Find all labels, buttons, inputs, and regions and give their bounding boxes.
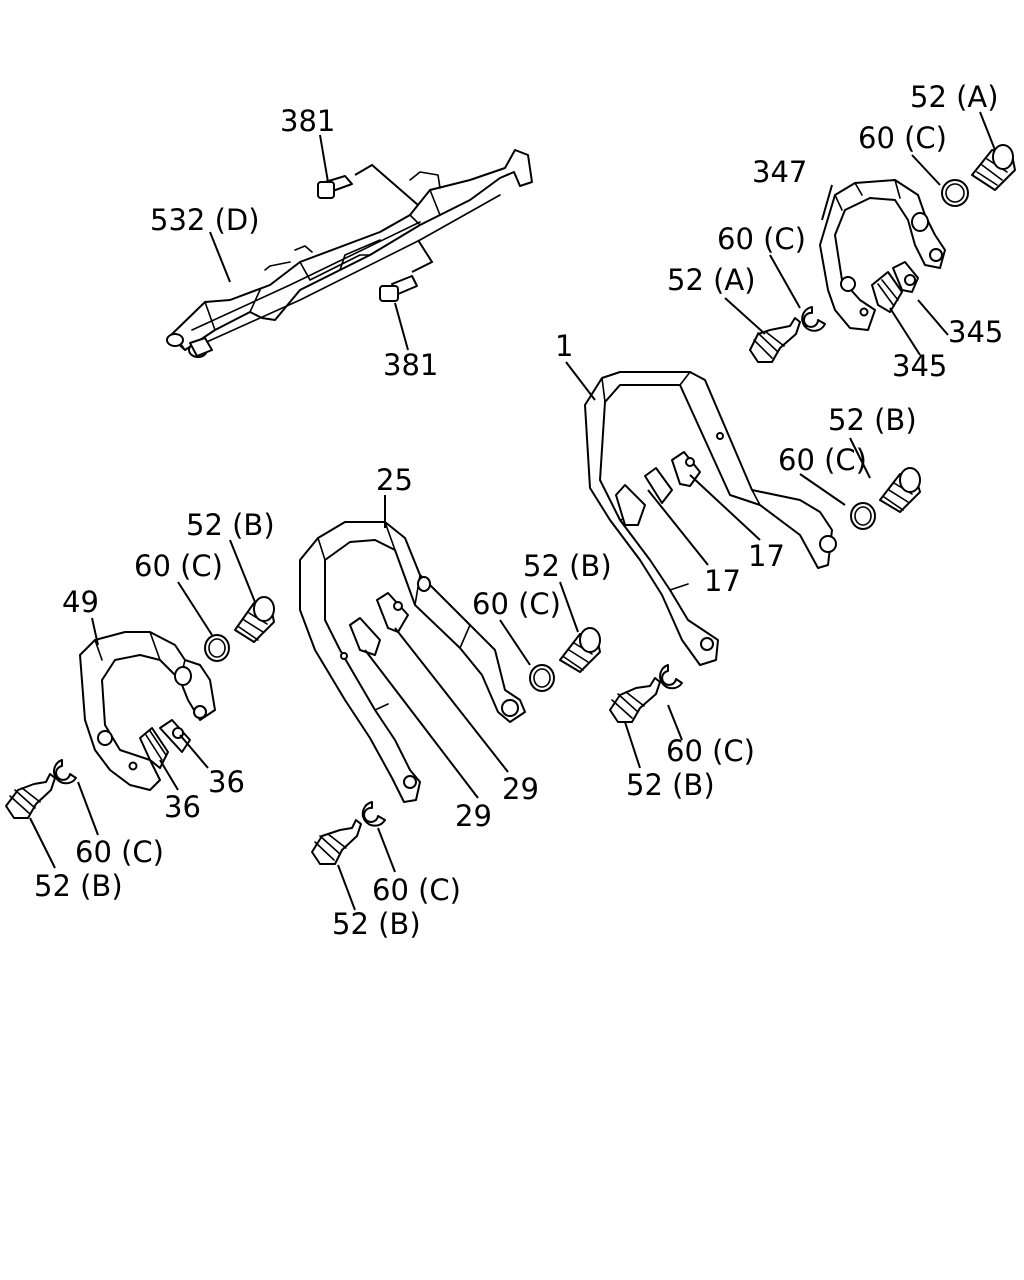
label-347: 347 xyxy=(752,155,807,189)
bolt-52b-r xyxy=(879,467,921,513)
ring-60c-top xyxy=(941,179,969,207)
clip-17 xyxy=(615,451,701,526)
label-49: 49 xyxy=(62,585,99,619)
label-29-b: 29 xyxy=(455,799,492,833)
label-60c-bl: 60 (C) xyxy=(75,835,164,869)
label-381-top: 381 xyxy=(280,104,335,138)
label-60c-bc: 60 (C) xyxy=(372,873,461,907)
label-60c-mid: 60 (C) xyxy=(717,222,806,256)
label-29-a: 29 xyxy=(502,772,539,806)
label-17-b: 17 xyxy=(704,564,741,598)
label-60c-top: 60 (C) xyxy=(858,121,947,155)
bracket-25 xyxy=(299,521,526,803)
label-52b-l: 52 (B) xyxy=(186,508,275,542)
injector-rail-532d xyxy=(166,149,533,358)
label-36-b: 36 xyxy=(164,790,201,824)
label-345-b: 345 xyxy=(892,349,947,383)
clip-60c-br xyxy=(659,664,683,690)
label-52b-c: 52 (B) xyxy=(523,549,612,583)
bracket-347 xyxy=(819,179,946,331)
bolt-381-top xyxy=(317,175,353,199)
clip-29 xyxy=(349,592,409,656)
bolt-52a-mid xyxy=(749,317,801,363)
label-52a-mid: 52 (A) xyxy=(667,263,756,297)
bracket-49 xyxy=(79,631,216,791)
label-60c-l: 60 (C) xyxy=(134,549,223,583)
bolt-52b-bl xyxy=(5,773,56,819)
clip-60c-bc xyxy=(361,801,386,827)
label-345-a: 345 xyxy=(948,315,1003,349)
clip-60c-bl xyxy=(53,759,77,785)
ring-60c-l xyxy=(204,634,230,662)
label-60c-r: 60 (C) xyxy=(778,443,867,477)
label-1: 1 xyxy=(555,329,573,363)
ring-60c-c xyxy=(529,664,555,692)
label-52b-r: 52 (B) xyxy=(828,403,917,437)
label-17-a: 17 xyxy=(748,539,785,573)
label-381-bottom: 381 xyxy=(383,348,438,382)
clip-345 xyxy=(871,261,919,313)
bolt-52b-br xyxy=(609,677,661,723)
label-60c-c: 60 (C) xyxy=(472,587,561,621)
label-52b-br: 52 (B) xyxy=(626,768,715,802)
label-36-a: 36 xyxy=(208,765,245,799)
label-52b-bc: 52 (B) xyxy=(332,907,421,941)
clip-36 xyxy=(139,719,191,769)
label-52a-top: 52 (A) xyxy=(910,80,999,114)
bolt-52a-top xyxy=(971,144,1016,191)
label-52b-bl: 52 (B) xyxy=(34,869,123,903)
bolt-52b-bc xyxy=(311,819,362,865)
clip-60c-mid xyxy=(801,306,826,332)
bolt-52b-l xyxy=(234,596,275,643)
label-532d: 532 (D) xyxy=(150,203,260,237)
ring-60c-r xyxy=(850,502,876,530)
bolt-381-bottom xyxy=(379,275,418,302)
label-60c-br: 60 (C) xyxy=(666,734,755,768)
label-25: 25 xyxy=(376,463,413,497)
bolt-52b-c xyxy=(559,627,601,673)
